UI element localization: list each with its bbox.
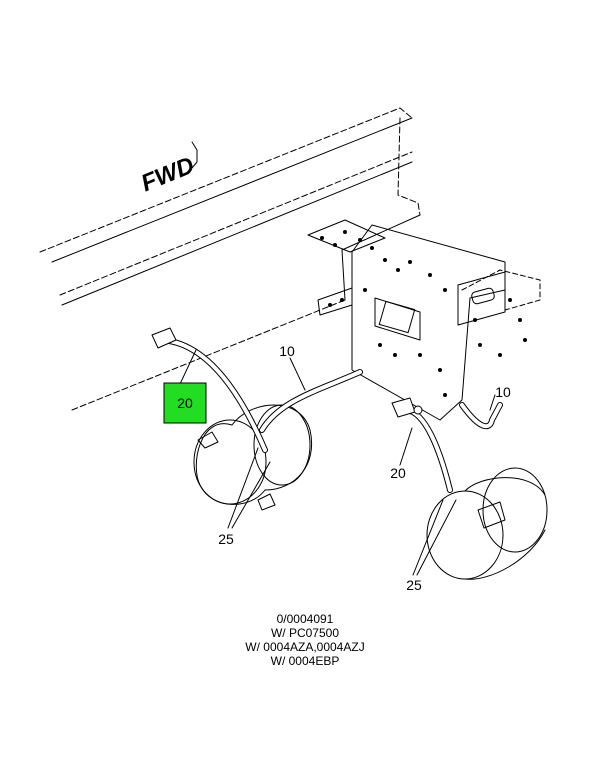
callout-hose-left[interactable]: 20 [177, 395, 193, 411]
caption-line-4: W/ 0004EBP [270, 654, 340, 668]
caption-line-2: W/ PC07500 [270, 626, 340, 640]
callout-clamps-left[interactable]: 25 [218, 531, 234, 547]
mounting-bracket [307, 219, 541, 421]
air-line-right [459, 402, 503, 430]
callout-clamps-right[interactable]: 25 [406, 577, 422, 593]
frame-rail [39, 107, 421, 411]
caption-line-1: 0/0004091 [276, 612, 334, 626]
brake-chamber-right [426, 467, 548, 580]
callout-line-right[interactable]: 10 [495, 384, 511, 400]
brake-chamber-left [193, 404, 312, 511]
air-hose-right [391, 397, 453, 493]
caption-line-3: W/ 0004AZA,0004AZJ [245, 640, 365, 654]
direction-label: FWD [137, 152, 198, 198]
forward-arrow-icon [191, 141, 198, 169]
leader-lines [179, 349, 496, 576]
callout-hose-right[interactable]: 20 [390, 465, 406, 481]
callout-line-left[interactable]: 10 [279, 343, 295, 359]
highlighted-callout-box[interactable] [163, 382, 207, 424]
air-hose-left [151, 327, 268, 453]
figure-caption: 0/0004091 W/ PC07500 W/ 0004AZA,0004AZJ … [0, 612, 610, 668]
air-line-left [259, 369, 363, 433]
